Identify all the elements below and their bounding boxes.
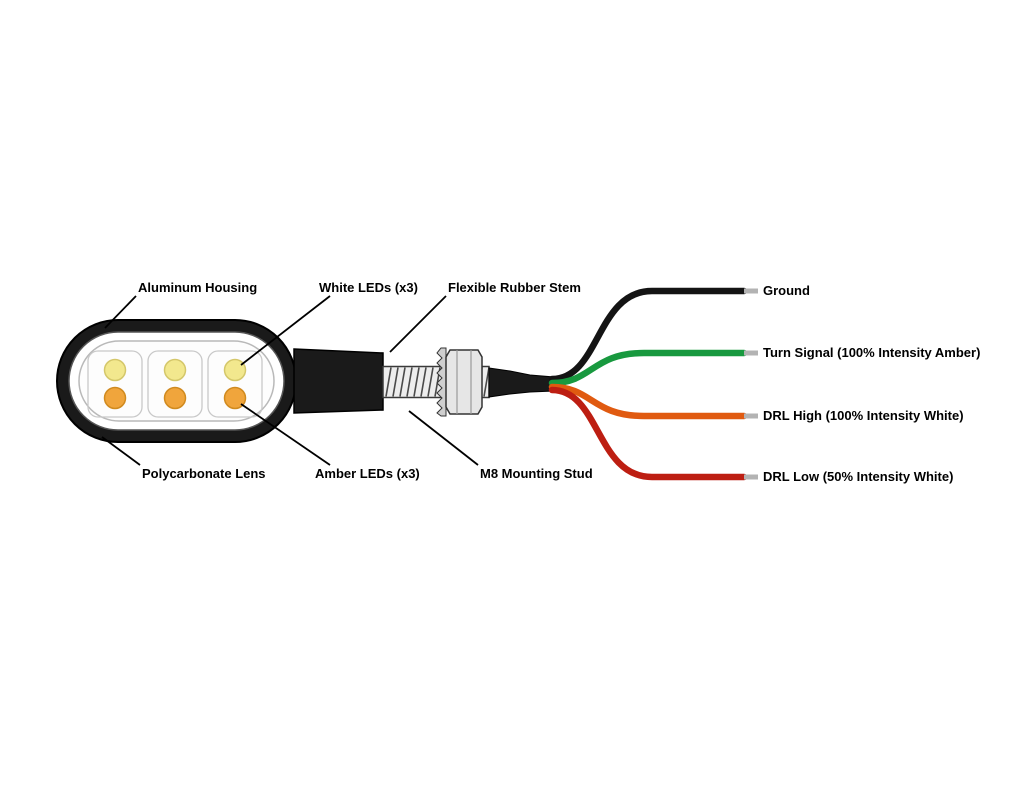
white-led-1: [103, 358, 127, 382]
leader-white-leds: [240, 295, 331, 366]
wire-label-drl-low: DRL Low (50% Intensity White): [763, 469, 953, 484]
mounting-stud-group: [382, 347, 490, 417]
leader-m8-mounting-stud: [408, 410, 479, 466]
white-led-2: [163, 358, 187, 382]
wire-tip-turn-signal: [744, 350, 758, 356]
leader-aluminum-housing: [104, 295, 137, 329]
hex-nut: [445, 349, 483, 415]
label-white-leds: White LEDs (x3): [319, 280, 418, 295]
cable-boot: [488, 367, 555, 398]
leader-lines-group: [101, 295, 479, 466]
wire-label-turn-signal: Turn Signal (100% Intensity Amber): [763, 345, 980, 360]
amber-led-3: [223, 386, 247, 410]
wire-tips-group: [744, 288, 758, 480]
amber-led-1: [103, 386, 127, 410]
leader-polycarbonate-lens: [101, 436, 141, 466]
label-polycarbonate-lens: Polycarbonate Lens: [142, 466, 266, 481]
wire-drl-high: [548, 383, 748, 420]
flexible-rubber-stem-body: [293, 348, 384, 414]
wire-label-drl-high: DRL High (100% Intensity White): [763, 408, 964, 423]
amber-led-2: [163, 386, 187, 410]
wire-drl-low: [548, 386, 748, 481]
wire-turn-signal: [548, 349, 748, 387]
wire-tip-ground: [744, 288, 758, 294]
wires-group: [548, 287, 748, 481]
label-amber-leds: Amber LEDs (x3): [315, 466, 420, 481]
label-m8-mounting-stud: M8 Mounting Stud: [480, 466, 593, 481]
wire-label-ground: Ground: [763, 283, 810, 298]
serrated-washer: [436, 347, 447, 417]
leader-flexible-rubber-stem: [389, 295, 447, 353]
leader-amber-leds: [240, 403, 331, 466]
led-cell-1: [87, 350, 143, 418]
label-aluminum-housing: Aluminum Housing: [138, 280, 257, 295]
housing-group: [56, 319, 297, 443]
led-cell-2: [147, 350, 203, 418]
led-cell-3: [207, 350, 263, 418]
wire-tip-drl-low: [744, 474, 758, 480]
white-led-3: [223, 358, 247, 382]
label-flexible-rubber-stem: Flexible Rubber Stem: [448, 280, 581, 295]
wire-ground: [548, 287, 748, 383]
wire-tip-drl-high: [744, 413, 758, 419]
